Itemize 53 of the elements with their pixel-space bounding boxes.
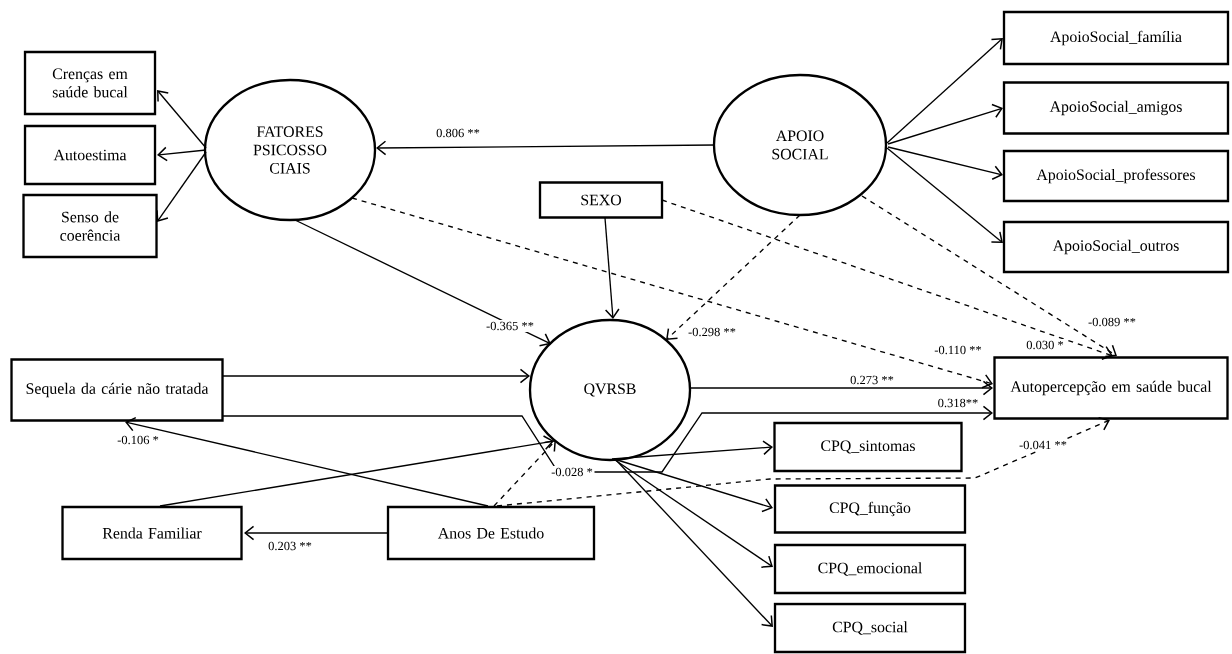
variable-box: SEXO [538,181,664,219]
variable-box: ApoioSocial_família [1002,10,1230,66]
edge-label: 0.203 ** [266,540,314,552]
variable-box: Anos De Estudo [386,505,596,561]
arrow [611,440,773,460]
edge-label: 0.318** [936,397,980,409]
arrow [376,140,716,156]
arrow [661,199,1113,360]
edge-label: 0.030 * [1024,339,1066,351]
variable-box: Autopercepção em saúde bucal [993,356,1229,420]
arrow [887,103,1003,145]
arrow [886,147,1003,243]
edge-label: -0.106 * [115,434,161,446]
edge-label: -0.041 ** [1017,439,1069,451]
variable-box: Sequela da cárie não tratada [10,358,224,422]
arrow [244,525,388,541]
edge-label: -0.028 * [549,466,595,478]
variable-box: CPQ_função [773,484,967,534]
arrow [493,440,556,507]
arrow [886,38,1003,144]
arrow [666,214,801,340]
arrow [156,151,207,222]
variable-box: CPQ_emocional [773,543,967,595]
edge-label: 0.806 ** [434,127,482,139]
arrow [604,217,620,319]
variable-box: Senso de coerência [22,193,158,259]
arrow [613,458,773,513]
edge-label: -0.365 ** [484,320,536,332]
arrow [689,380,993,396]
edge-label: 0.273 ** [848,374,896,386]
edge-label: -0.110 ** [932,344,984,356]
variable-box: Crenças em saúde bucal [23,50,157,116]
arrow [351,197,993,389]
variable-box: CPQ_social [773,602,967,654]
arrow [294,219,551,347]
variable-box: ApoioSocial_amigos [1002,81,1230,135]
arrow [125,416,489,507]
arrow [222,368,530,384]
edge-label: -0.089 ** [1086,316,1138,328]
variable-box: ApoioSocial_outros [1002,220,1230,274]
arrow [222,405,993,473]
arrow [861,195,1117,358]
arrow [887,146,1003,180]
arrow [157,146,207,162]
variable-box: ApoioSocial_professores [1002,149,1230,203]
arrow [615,459,773,627]
variable-box: CPQ_sintomas [773,421,963,473]
variable-box: Renda Familiar [61,505,243,561]
arrow [159,435,554,507]
arrow [157,90,207,149]
variable-box: Autoestima [23,124,157,186]
arrow [614,459,773,568]
arrow [496,416,1110,507]
